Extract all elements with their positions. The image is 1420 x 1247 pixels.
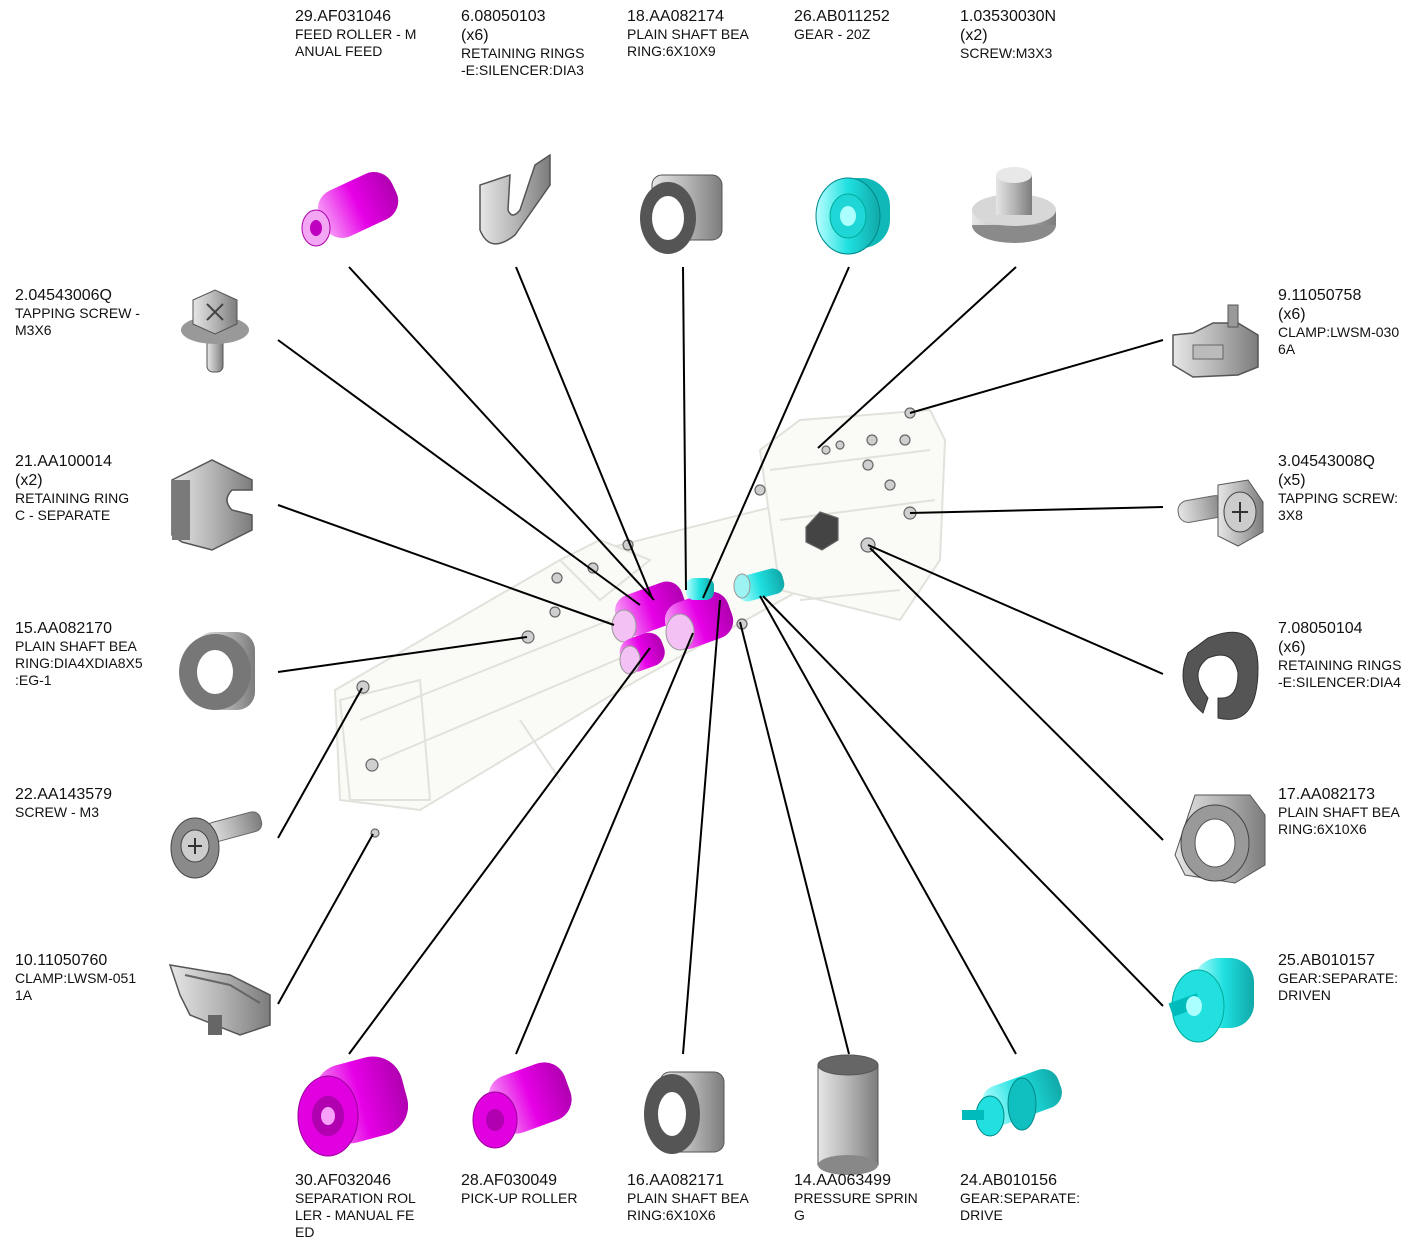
part-description: RETAINING RING C - SEPARATE — [15, 490, 130, 524]
tapping-screw-icon — [1177, 479, 1264, 547]
shaft-bearing-icon — [179, 632, 255, 710]
part-callout-p1: 1.03530030N (x2)SCREW:M3X3 — [960, 7, 1110, 62]
part-description: GEAR - 20Z — [794, 26, 871, 43]
part-number: 15.AA082170 — [15, 620, 112, 637]
gear-icon — [1168, 958, 1254, 1043]
part-number: 24.AB010156 — [960, 1172, 1057, 1189]
part-description: PLAIN SHAFT BEA RING:DIA4XDIA8X5 :EG-1 — [15, 638, 143, 688]
screw-icon — [170, 811, 263, 879]
clamp-icon — [1172, 304, 1259, 378]
part-callout-p9: 9.11050758 (x6)CLAMP:LWSM-030 6A — [1278, 286, 1420, 358]
clamp-icon — [168, 964, 271, 1036]
part-number: 25.AB010157 — [1278, 952, 1375, 969]
part-description: PLAIN SHAFT BEA RING:6X10X6 — [627, 1190, 749, 1223]
part-number: 28.AF030049 — [461, 1172, 558, 1189]
part-callout-p21: 21.AA100014 (x2)RETAINING RING C - SEPARA… — [15, 452, 165, 524]
pickup-roller-icon — [472, 1062, 572, 1149]
part-number: 18.AA082174 — [627, 8, 724, 25]
part-callout-p6: 6.08050103 (x6)RETAINING RINGS -E:SILENCE… — [461, 7, 611, 79]
part-description: TAPPING SCREW: 3X8 — [1278, 490, 1399, 524]
part-number: 3.04543008Q — [1278, 453, 1375, 470]
part-description: RETAINING RINGS -E:SILENCER:DIA4 — [1278, 657, 1402, 691]
part-description: PLAIN SHAFT BEA RING:6X10X6 — [1278, 804, 1400, 837]
part-description: GEAR:SEPARATE: DRIVE — [960, 1190, 1081, 1223]
screw-icon — [972, 167, 1056, 243]
part-number: 16.AA082171 — [627, 1172, 724, 1189]
part-description: PRESSURE SPRIN G — [794, 1190, 918, 1223]
gear-icon — [815, 177, 890, 255]
part-callout-p7: 7.08050104 (x6)RETAINING RINGS -E:SILENCE… — [1278, 619, 1420, 691]
part-number: 6.08050103 — [461, 8, 546, 25]
part-description: GEAR:SEPARATE: DRIVEN — [1278, 970, 1399, 1003]
part-description: SCREW:M3X3 — [960, 45, 1053, 62]
part-number: 7.08050104 — [1278, 620, 1363, 637]
part-description: CLAMP:LWSM-051 1A — [15, 970, 137, 1003]
part-number: 10.11050760 — [15, 952, 108, 969]
shaft-bearing-icon — [1174, 794, 1266, 884]
part-number: 21.AA100014 — [15, 453, 112, 470]
part-description: CLAMP:LWSM-030 6A — [1278, 324, 1400, 358]
part-quantity: (x2) — [15, 472, 43, 490]
part-number: 14.AA063499 — [794, 1172, 891, 1189]
part-number: 26.AB011252 — [794, 8, 890, 25]
part-number: 17.AA082173 — [1278, 786, 1375, 803]
retaining-ring-c-icon — [171, 459, 253, 551]
part-number: 9.11050758 — [1278, 287, 1362, 304]
part-callout-p3: 3.04543008Q (x5)TAPPING SCREW: 3X8 — [1278, 452, 1420, 524]
part-number: 22.AA143579 — [15, 786, 112, 803]
part-quantity: (x2) — [960, 27, 988, 45]
part-description: TAPPING SCREW - M3X6 — [15, 305, 140, 338]
retaining-ring-e-icon — [479, 153, 551, 245]
part-description: SCREW - M3 — [15, 804, 99, 821]
part-description: PLAIN SHAFT BEA RING:6X10X9 — [627, 26, 749, 59]
part-description: FEED ROLLER - M ANUAL FEED — [295, 26, 417, 59]
shaft-bearing-icon — [640, 174, 723, 254]
tapping-screw-icon — [181, 289, 249, 373]
retaining-ring-e-icon — [1182, 631, 1259, 720]
part-quantity: (x6) — [461, 27, 489, 45]
spring-icon — [817, 1054, 879, 1175]
part-number: 1.03530030N — [960, 8, 1057, 25]
part-quantity: (x6) — [1278, 306, 1306, 324]
part-description: PICK-UP ROLLER — [461, 1190, 578, 1207]
part-description: SEPARATION ROL LER - MANUAL FE ED — [295, 1190, 416, 1240]
part-description: RETAINING RINGS -E:SILENCER:DIA3 — [461, 45, 585, 79]
part-quantity: (x5) — [1278, 472, 1306, 490]
feed-roller-icon — [301, 172, 399, 247]
part-quantity: (x6) — [1278, 639, 1306, 657]
leader-lines — [277, 266, 1164, 1055]
part-number: 30.AF032046 — [295, 1172, 392, 1189]
shaft-bearing-icon — [644, 1071, 725, 1154]
separation-roller-icon — [297, 1056, 409, 1157]
part-number: 2.04543006Q — [15, 287, 112, 304]
gear-icon — [962, 1069, 1062, 1137]
part-number: 29.AF031046 — [295, 8, 392, 25]
